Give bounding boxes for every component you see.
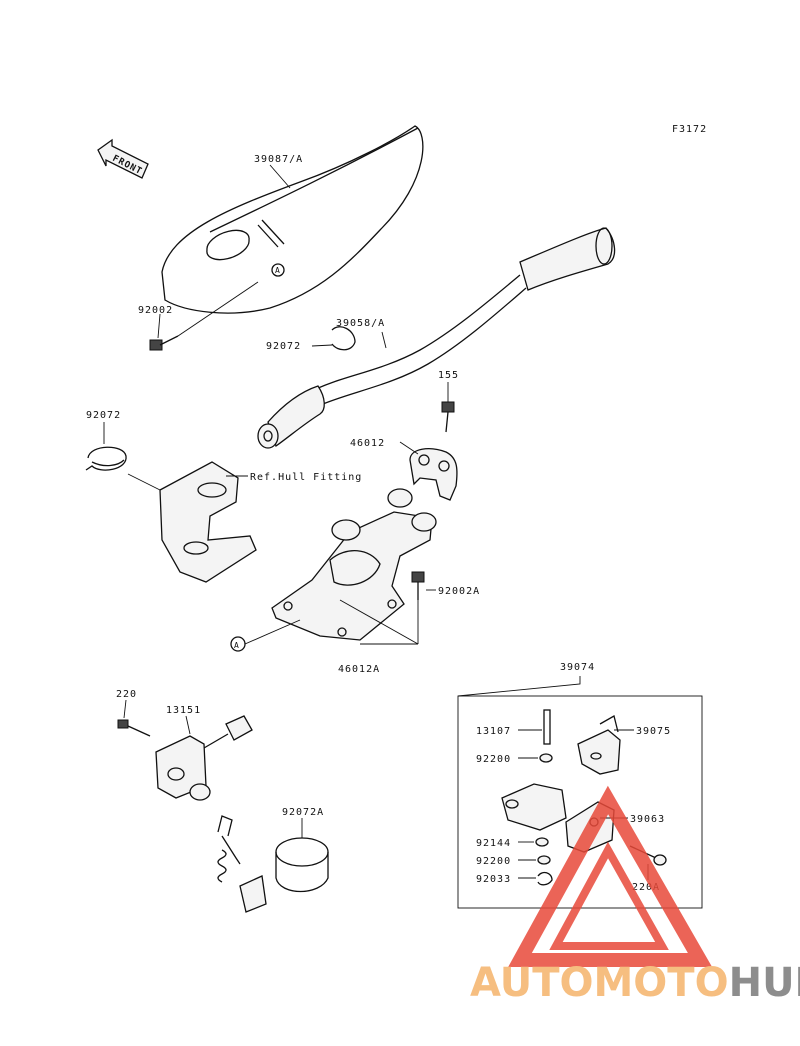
label-clamp-left: 92072 <box>86 410 121 421</box>
watermark-part1: AUTOMOTO <box>470 960 729 1006</box>
label-lever: 39075 <box>636 726 671 737</box>
hull-fitting-bracket <box>159 461 257 583</box>
washer-92200-lower <box>537 855 551 865</box>
left-clamp-92072 <box>85 446 127 471</box>
label-washer2: 92200 <box>476 856 511 867</box>
ref-a-cover: A <box>275 266 281 275</box>
ref-a-holder: A <box>234 641 240 650</box>
main-holder-46012a <box>271 488 437 641</box>
circlip-92033 <box>537 871 553 886</box>
label-holder-top: 46012 <box>350 438 385 449</box>
bolt-155 <box>441 401 455 433</box>
label-screw-220a: 220A <box>632 882 660 893</box>
left-grip <box>257 385 325 449</box>
label-cover: 39087/A <box>254 154 303 165</box>
pin-13107 <box>543 709 551 745</box>
watermark-part2: HUB <box>729 960 800 1006</box>
bolt-92002a <box>411 571 425 600</box>
label-holder: 46012A <box>338 664 380 675</box>
label-bolt-155: 155 <box>438 370 459 381</box>
watermark-triangle-icon <box>508 785 713 967</box>
automotohub-watermark: AUTOMOTOHUB <box>470 785 800 1006</box>
label-bracket: 39063 <box>630 814 665 825</box>
clamp-92072a <box>217 815 329 913</box>
spring-washer-92144 <box>535 837 549 847</box>
label-hull-fitting: Ref.Hull Fitting <box>250 472 362 483</box>
label-clamp-bar: 92072 <box>266 341 301 352</box>
handlebar <box>257 227 616 449</box>
screw-220 <box>117 719 151 737</box>
label-handlebar: 39058/A <box>336 318 385 329</box>
lever-39075 <box>577 715 621 775</box>
handlebar-cover: A <box>161 125 424 314</box>
label-washer1: 92200 <box>476 754 511 765</box>
label-screw-220: 220 <box>116 689 137 700</box>
holder-top <box>409 448 458 501</box>
label-bolt-92002a: 92002A <box>438 586 480 597</box>
label-pin: 13107 <box>476 726 511 737</box>
right-grip <box>519 227 616 291</box>
washer-92200-upper <box>539 753 553 763</box>
label-spring-washer: 92144 <box>476 838 511 849</box>
label-circlip: 92033 <box>476 874 511 885</box>
watermark-logo: AUTOMOTOHUB <box>470 960 800 1006</box>
watermark-inner-triangle-icon <box>549 841 669 950</box>
label-lever-assy: 39074 <box>560 662 595 673</box>
label-switch: 13151 <box>166 705 201 716</box>
bolt-92002 <box>149 335 179 351</box>
front-arrow-icon: FRONT <box>97 138 149 179</box>
figure-code: F3172 <box>672 124 707 135</box>
label-clamp-92072a: 92072A <box>282 807 324 818</box>
label-bolt-cover: 92002 <box>138 305 173 316</box>
bar-clamp-92072 <box>331 326 356 351</box>
switch-13151 <box>155 715 253 801</box>
lever-bracket-center <box>501 783 567 831</box>
